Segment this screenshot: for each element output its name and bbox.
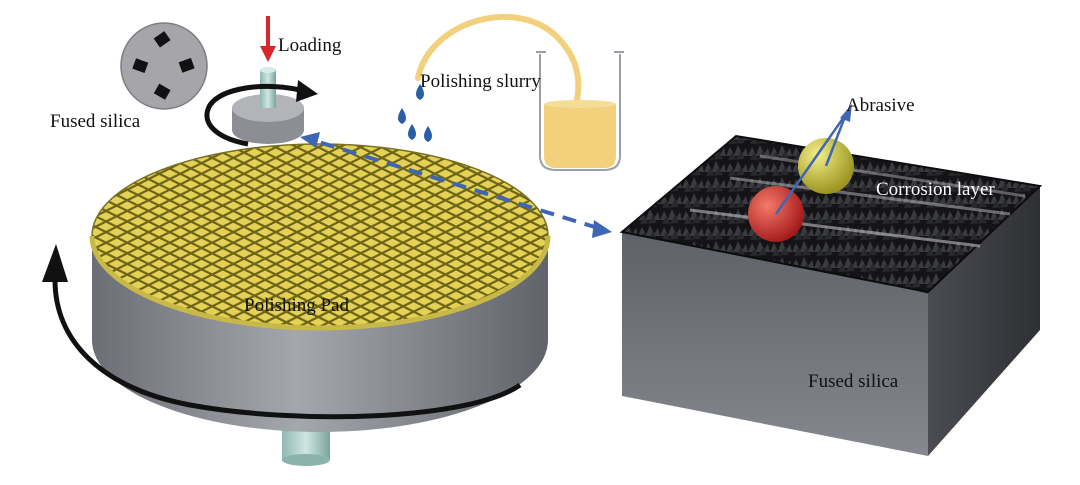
fused-silica-sample: [120, 22, 208, 110]
slurry-feed: [398, 13, 582, 142]
abrasive-label: Abrasive: [846, 95, 915, 116]
slurry-drops: [398, 84, 432, 142]
polishing-pad: [89, 143, 551, 432]
fused-silica-sample-label: Fused silica: [50, 111, 141, 132]
slurry-beaker: [536, 51, 624, 171]
pad-rotation-arrow: [42, 244, 522, 420]
corrosion-layer-label: Corrosion layer: [876, 179, 995, 200]
loading-arrow: [260, 16, 276, 62]
loading-label: Loading: [278, 35, 342, 56]
zoom-link-arrow: [300, 132, 612, 238]
sample-carrier: [232, 67, 304, 144]
polishing-slurry-label: Polishing slurry: [420, 71, 541, 92]
polishing-pad-label: Polishing Pad: [244, 295, 350, 316]
magnified-surface: [619, 104, 1043, 456]
carrier-rotation-arrow: [204, 80, 318, 147]
fused-silica-substrate-label: Fused silica: [808, 371, 899, 392]
abrasive-pointer-arrows: [774, 104, 852, 215]
